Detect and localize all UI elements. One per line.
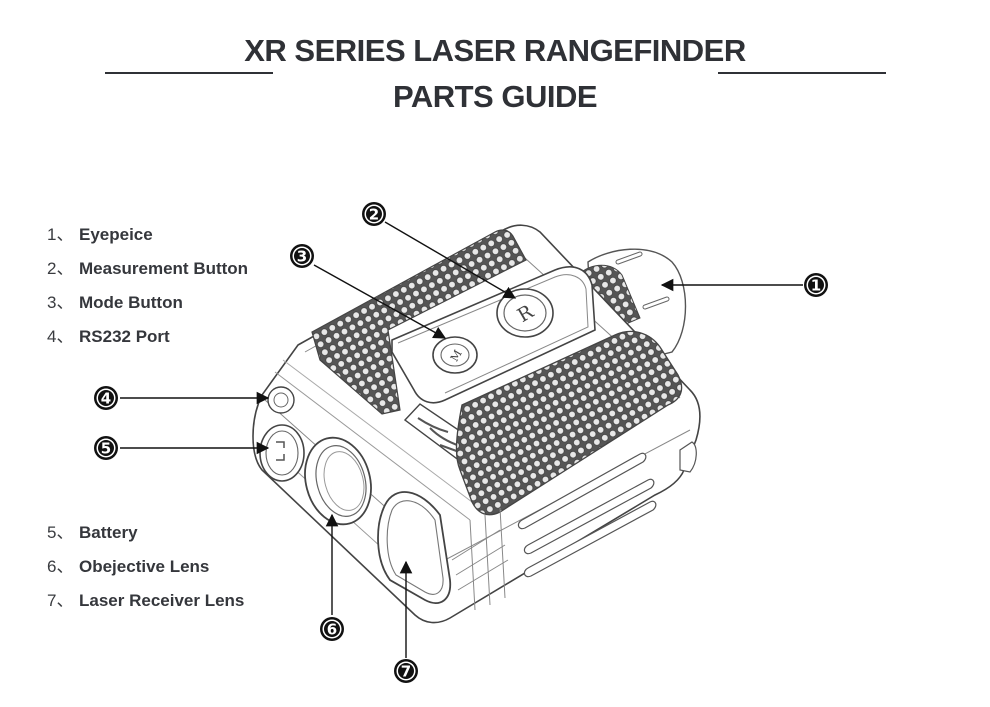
legend-item: 1、 Eyepeice xyxy=(47,218,248,252)
legend-number: 7、 xyxy=(47,591,74,610)
callout-number: 1 xyxy=(811,277,821,295)
callout-lines xyxy=(120,221,803,658)
callout-number: 3 xyxy=(297,248,307,266)
side-grip-texture xyxy=(455,330,683,516)
top-grip-texture xyxy=(311,229,527,415)
legend-item: 3、 Mode Button xyxy=(47,286,248,320)
callout-badge-1: 1 xyxy=(804,273,828,297)
front-bumper xyxy=(451,507,509,611)
callout-badge-4: 4 xyxy=(94,386,118,410)
legend-label: Eyepeice xyxy=(79,225,153,244)
legend-label: Laser Receiver Lens xyxy=(79,591,245,610)
objective-lens xyxy=(304,436,372,526)
callout-badges: 1 2 3 4 5 6 7 xyxy=(94,202,828,683)
legend-item: 6、 Obejective Lens xyxy=(47,550,244,584)
legend-label: Measurement Button xyxy=(79,259,249,278)
legend-number: 2、 xyxy=(47,259,74,278)
callout-number: 2 xyxy=(369,206,379,224)
rs232-port xyxy=(267,386,295,414)
callout-badge-6: 6 xyxy=(320,617,344,641)
parts-legend-top: 1、 Eyepeice 2、 Measurement Button 3、 Mode B… xyxy=(47,218,248,354)
battery-cover xyxy=(259,424,305,482)
page-title-line-2: PARTS GUIDE xyxy=(392,79,598,114)
callout-line-3 xyxy=(313,264,447,339)
callout-number: 4 xyxy=(101,390,111,408)
legend-number: 1、 xyxy=(47,225,74,244)
callout-line-2 xyxy=(384,221,517,299)
callout-number: 5 xyxy=(101,440,111,458)
callout-badge-2: 2 xyxy=(362,202,386,226)
strap-loop xyxy=(679,441,697,473)
legend-item: 5、 Battery xyxy=(47,516,244,550)
callout-number: 6 xyxy=(327,621,337,639)
parts-legend-bottom: 5、 Battery 6、 Obejective Lens 7、 Laser Rece… xyxy=(47,516,244,618)
legend-item: 2、 Measurement Button xyxy=(47,252,248,286)
legend-label: Battery xyxy=(79,523,138,542)
legend-number: 6、 xyxy=(47,557,74,576)
mode-button: M xyxy=(432,336,478,374)
title-rule-right xyxy=(718,72,886,74)
callout-number: 7 xyxy=(401,663,411,681)
legend-number: 3、 xyxy=(47,293,74,312)
legend-label: Obejective Lens xyxy=(79,557,210,576)
page-title-line-1: XR SERIES LASER RANGEFINDER xyxy=(244,33,746,68)
legend-item: 7、 Laser Receiver Lens xyxy=(47,584,244,618)
legend-item: 4、 RS232 Port xyxy=(47,320,248,354)
callout-badge-3: 3 xyxy=(290,244,314,268)
title-rule-left xyxy=(105,72,273,74)
callout-badge-7: 7 xyxy=(394,659,418,683)
measurement-button: R xyxy=(496,288,554,338)
side-ridges xyxy=(517,452,657,578)
legend-number: 4、 xyxy=(47,327,74,346)
legend-label: RS232 Port xyxy=(79,327,170,346)
legend-number: 5、 xyxy=(47,523,74,542)
legend-label: Mode Button xyxy=(79,293,183,312)
callout-badge-5: 5 xyxy=(94,436,118,460)
eyepiece xyxy=(577,248,687,361)
mode-button-glyph: M xyxy=(448,348,465,364)
